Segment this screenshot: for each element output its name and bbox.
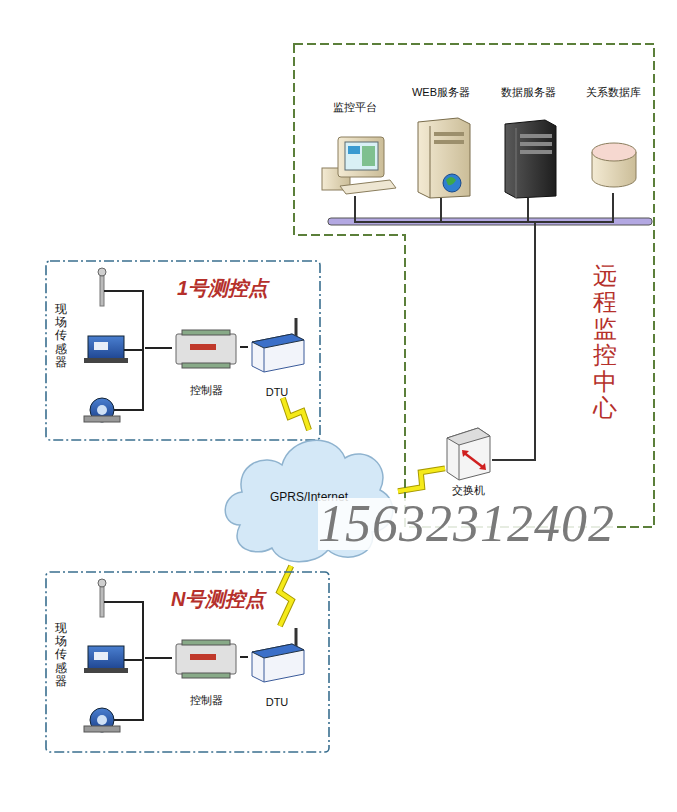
node-label: N号测控点 xyxy=(171,586,265,613)
controller-icon xyxy=(176,330,236,368)
switch-icon xyxy=(447,428,490,480)
database-icon xyxy=(592,143,636,187)
node-label: 监控平台 xyxy=(318,100,392,115)
controller-icon xyxy=(176,640,236,678)
bolt-outline xyxy=(279,566,292,626)
bolt-fill xyxy=(279,566,292,626)
watermark: 15632312402 xyxy=(318,498,615,550)
wire-connector xyxy=(441,198,535,460)
node-label: 现场传感器 xyxy=(55,622,67,688)
outline-shape xyxy=(46,572,329,752)
outline-shape xyxy=(294,44,654,527)
bolt-outline xyxy=(283,398,309,430)
switch-node: 交换机 xyxy=(445,424,492,498)
node-label: 1号测控点 xyxy=(177,275,268,302)
node-label: 控制器 xyxy=(172,693,240,708)
node-label: 交换机 xyxy=(445,483,492,498)
site-region: 1号测控点现场传感器控制器 DTU xyxy=(45,260,321,441)
node-label: DTU xyxy=(248,386,306,398)
web-server-node: WEB服务器 xyxy=(405,85,477,198)
monitor-node: 监控平台 xyxy=(318,100,392,196)
wireless-link xyxy=(283,398,309,430)
outline-shape xyxy=(46,261,320,440)
web-server-icon xyxy=(418,118,470,198)
bolt-fill xyxy=(283,398,309,430)
sensor-group: 现场传感器 xyxy=(50,263,145,431)
node-label: 现场传感器 xyxy=(55,303,67,369)
node-label: 控制器 xyxy=(172,383,240,398)
node-label: 关系数据库 xyxy=(578,85,648,100)
wire-connector xyxy=(240,346,248,348)
sensor-icons xyxy=(84,268,143,422)
database-node: 关系数据库 xyxy=(578,85,648,193)
wireless-link xyxy=(279,566,292,626)
controller-node: 控制器 xyxy=(172,638,240,708)
wire-connector xyxy=(492,198,535,460)
wire-connector xyxy=(145,347,172,349)
node-label: 远程监控中心 xyxy=(593,263,617,421)
node-label: WEB服务器 xyxy=(405,85,477,100)
site-region: N号测控点现场传感器控制器 DTU xyxy=(45,571,330,753)
monitor-icon xyxy=(322,137,396,194)
dtu-node: DTU xyxy=(248,316,306,398)
sensor-icons xyxy=(84,579,143,732)
remote-center-region: 远程监控中心 监控平台 WEB服务器数据服务器关系数据库交换机 xyxy=(293,43,655,528)
node-label: DTU xyxy=(248,696,306,708)
dtu-icon xyxy=(252,318,304,372)
node-label: 数据服务器 xyxy=(492,85,564,100)
wire-connector xyxy=(240,656,248,658)
sensor-group: 现场传感器 xyxy=(50,574,145,746)
data-server-node: 数据服务器 xyxy=(492,85,564,198)
data-server-icon xyxy=(505,120,556,198)
dtu-icon xyxy=(252,628,304,682)
controller-node: 控制器 xyxy=(172,328,240,398)
dtu-node: DTU xyxy=(248,626,306,708)
wire-connector xyxy=(145,657,172,659)
